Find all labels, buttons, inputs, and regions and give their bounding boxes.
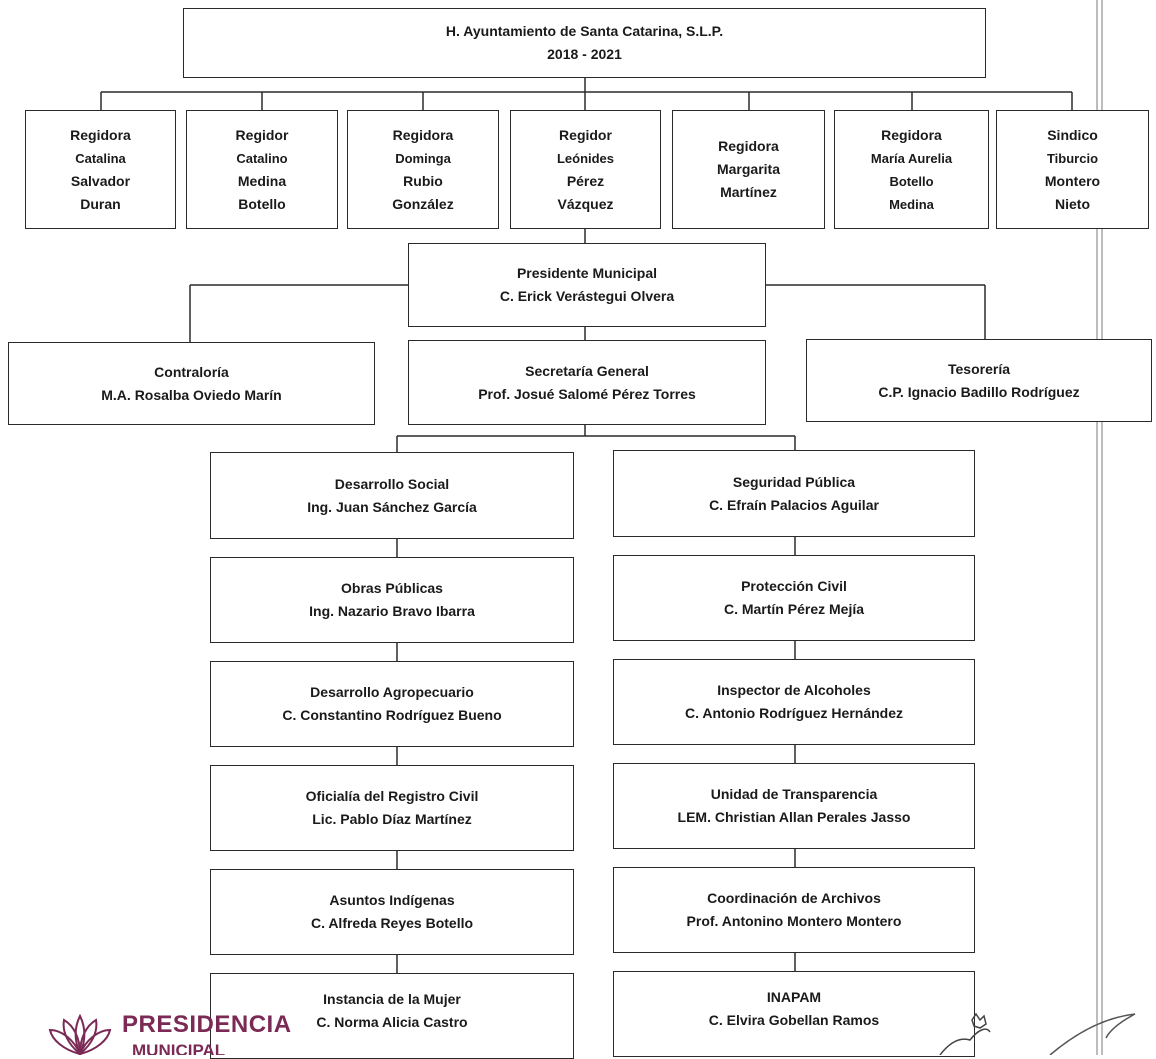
council-role: Regidor xyxy=(235,126,289,143)
department-box: Desarrollo Agropecuario C. Constantino R… xyxy=(210,661,574,747)
department-box: Desarrollo Social Ing. Juan Sánchez Garc… xyxy=(210,452,574,539)
council-name: Tiburcio xyxy=(1046,150,1099,166)
tesoreria-title: Tesorería xyxy=(948,360,1010,377)
council-member-box: Regidora Margarita Martínez xyxy=(672,110,825,229)
council-name: Dominga xyxy=(395,150,451,166)
department-box: Protección Civil C. Martín Pérez Mejía xyxy=(613,555,975,641)
council-role: Regidor xyxy=(559,126,612,143)
council-name: Vázquez xyxy=(557,195,614,212)
council-name: María Aurelia xyxy=(870,150,953,166)
contraloria-box: Contraloría M.A. Rosalba Oviedo Marín xyxy=(8,342,375,425)
council-role: Regidora xyxy=(70,126,131,143)
council-role: Regidora xyxy=(392,126,454,143)
council-name: Martínez xyxy=(720,184,777,200)
department-head: Ing. Nazario Bravo Ibarra xyxy=(309,603,475,619)
council-member-box: Regidora Dominga Rubio González xyxy=(347,110,499,229)
tesoreria-name: C.P. Ignacio Badillo Rodríguez xyxy=(878,383,1080,400)
contraloria-name: M.A. Rosalba Oviedo Marín xyxy=(101,386,282,403)
department-title: Inspector de Alcoholes xyxy=(717,682,871,698)
department-head: C. Martín Pérez Mejía xyxy=(723,601,865,617)
council-name: González xyxy=(392,195,454,212)
department-title: Unidad de Transparencia xyxy=(710,786,878,802)
lotus-logo-icon xyxy=(48,1013,112,1055)
contraloria-title: Contraloría xyxy=(154,363,229,380)
secretaria-title: Secretaría General xyxy=(525,362,649,379)
department-title: Asuntos Indígenas xyxy=(329,892,455,908)
department-title: Desarrollo Agropecuario xyxy=(310,684,474,700)
department-box: Unidad de Transparencia LEM. Christian A… xyxy=(613,763,975,849)
department-box: Asuntos Indígenas C. Alfreda Reyes Botel… xyxy=(210,869,574,955)
president-box: Presidente Municipal C. Erick Verástegui… xyxy=(408,243,766,327)
council-name: Margarita xyxy=(716,161,781,177)
department-head: C. Alfreda Reyes Botello xyxy=(310,915,474,931)
department-title: Protección Civil xyxy=(741,578,847,594)
president-name: C. Erick Verástegui Olvera xyxy=(499,288,675,304)
signature-fragment-icon xyxy=(1049,1013,1136,1055)
department-head: Ing. Juan Sánchez García xyxy=(307,498,477,515)
seal-fragment-icon xyxy=(939,1012,991,1055)
department-head: Prof. Antonino Montero Montero xyxy=(686,913,902,929)
department-title: Coordinación de Archivos xyxy=(707,890,881,906)
council-name: Catalino xyxy=(236,150,288,166)
council-name: Pérez xyxy=(566,172,605,189)
council-name: Salvador xyxy=(70,172,131,189)
department-title: Instancia de la Mujer xyxy=(323,991,461,1007)
secretaria-name: Prof. Josué Salomé Pérez Torres xyxy=(478,385,696,402)
secretaria-box: Secretaría General Prof. Josué Salomé Pé… xyxy=(408,340,766,425)
council-member-box: Regidora María Aurelia Botello Medina xyxy=(834,110,989,229)
department-box: Coordinación de Archivos Prof. Antonino … xyxy=(613,867,975,953)
department-title: INAPAM xyxy=(766,989,822,1005)
council-member-box: Regidor Catalino Medina Botello xyxy=(186,110,338,229)
council-name: Duran xyxy=(80,195,121,212)
council-member-box: Sindico Tiburcio Montero Nieto xyxy=(996,110,1149,229)
ayuntamiento-period: 2018 - 2021 xyxy=(547,46,622,62)
council-name: Nieto xyxy=(1055,195,1090,212)
council-name: Rubio xyxy=(403,172,443,189)
department-box: Obras Públicas Ing. Nazario Bravo Ibarra xyxy=(210,557,574,643)
department-title: Desarrollo Social xyxy=(334,475,450,492)
ayuntamiento-box: H. Ayuntamiento de Santa Catarina, S.L.P… xyxy=(183,8,986,78)
department-box: Inspector de Alcoholes C. Antonio Rodríg… xyxy=(613,659,975,745)
department-title: Obras Públicas xyxy=(341,580,443,596)
president-title: Presidente Municipal xyxy=(516,265,658,281)
council-role: Sindico xyxy=(1047,126,1098,143)
department-head: C. Efraín Palacios Aguilar xyxy=(709,496,879,513)
department-title: Seguridad Pública xyxy=(732,473,856,490)
logo-wordmark: PRESIDENCIA xyxy=(122,1011,292,1038)
tesoreria-box: Tesorería C.P. Ignacio Badillo Rodríguez xyxy=(806,339,1152,422)
department-head: C. Antonio Rodríguez Hernández xyxy=(684,705,904,721)
council-member-box: Regidor Leónides Pérez Vázquez xyxy=(510,110,661,229)
council-name: Botello xyxy=(238,195,286,212)
department-box: Seguridad Pública C. Efraín Palacios Agu… xyxy=(613,450,975,537)
department-head: C. Norma Alicia Castro xyxy=(316,1014,468,1030)
department-head: C. Constantino Rodríguez Bueno xyxy=(282,707,502,723)
council-name: Botello xyxy=(889,173,934,189)
council-name: Montero xyxy=(1044,172,1101,189)
binder-edge xyxy=(1096,0,1098,1055)
council-name: Medina xyxy=(237,172,287,189)
council-role: Regidora xyxy=(718,138,779,154)
department-head: Lic. Pablo Díaz Martínez xyxy=(312,811,472,827)
council-member-box: Regidora Catalina Salvador Duran xyxy=(25,110,176,229)
department-box: Oficialía del Registro Civil Lic. Pablo … xyxy=(210,765,574,851)
department-box: INAPAM C. Elvira Gobellan Ramos xyxy=(613,971,975,1057)
ayuntamiento-title: H. Ayuntamiento de Santa Catarina, S.L.P… xyxy=(445,23,724,39)
binder-edge xyxy=(1101,0,1103,1055)
logo-wordmark-sub: MUNICIPAL xyxy=(132,1041,226,1055)
council-name: Medina xyxy=(889,196,934,212)
council-role: Regidora xyxy=(881,126,942,143)
department-head: LEM. Christian Allan Perales Jasso xyxy=(677,809,911,825)
department-title: Oficialía del Registro Civil xyxy=(305,788,479,804)
council-name: Leónides xyxy=(556,150,615,166)
council-name: Catalina xyxy=(75,150,126,166)
department-head: C. Elvira Gobellan Ramos xyxy=(708,1012,880,1028)
